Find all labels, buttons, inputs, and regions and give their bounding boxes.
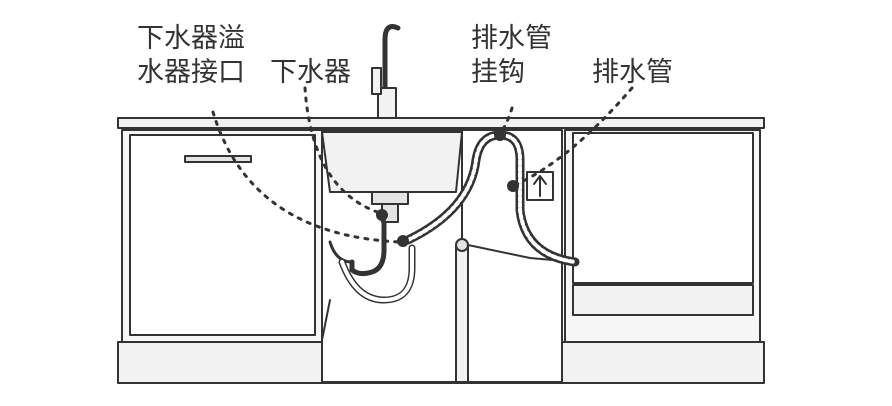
drain-hose-dot <box>507 180 519 192</box>
hose-hook-dot <box>494 129 506 141</box>
label-hose-hook-line2: 挂钩 <box>471 57 525 88</box>
leader-drain <box>303 86 382 215</box>
right-cabinet <box>526 129 761 343</box>
label-overflow-connector-line1: 下水器溢 <box>137 23 245 54</box>
leader-hose-hook <box>498 106 514 136</box>
leader-overflow-connector <box>211 110 402 244</box>
label-overflow-connector-line2: 水器接口 <box>137 57 245 88</box>
left-cabinet <box>121 129 323 343</box>
label-drain-hose: 排水管 <box>592 56 673 90</box>
label-drain-hose-text: 排水管 <box>592 57 673 88</box>
label-hose-hook-line1: 排水管 <box>471 23 552 54</box>
countertop <box>117 117 765 129</box>
drain-dot <box>376 209 388 221</box>
label-drain-text: 下水器 <box>270 57 351 88</box>
sink-cabinet <box>321 129 463 383</box>
label-drain: 下水器 <box>270 56 351 90</box>
overflow-connector-dot <box>397 235 409 247</box>
label-overflow-connector: 下水器溢 水器接口 <box>137 22 245 90</box>
faucet <box>371 24 401 122</box>
leader-drain-hose <box>513 86 634 187</box>
label-hose-hook: 排水管 挂钩 <box>471 22 552 90</box>
